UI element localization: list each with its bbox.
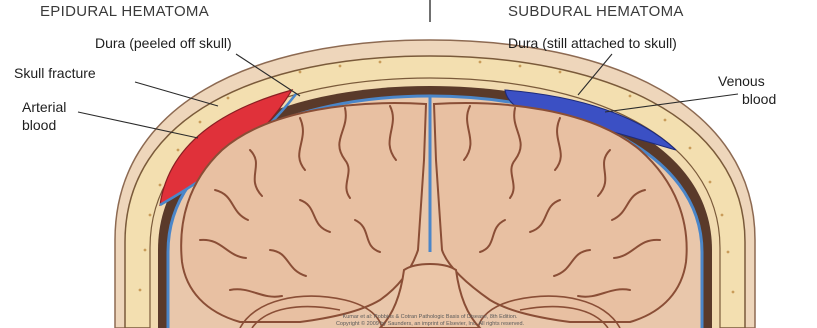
label-dura-attached: Dura (still attached to skull) (508, 35, 677, 51)
label-arterial-line1: Arterial (22, 99, 66, 115)
label-arterial-line2: blood (22, 117, 56, 133)
label-dura-peeled: Dura (peeled off skull) (95, 35, 232, 51)
label-venous-line1: Venous (718, 73, 765, 89)
credit-line2: Copyright © 2009 by Saunders, an imprint… (336, 320, 525, 327)
credit-line1: Kumar et al: Robbins & Cotran Pathologic… (343, 314, 518, 320)
label-venous-line2: blood (742, 91, 776, 107)
label-skull-fracture: Skull fracture (14, 65, 96, 81)
header-epidural: EPIDURAL HEMATOMA (40, 3, 209, 20)
header-subdural: SUBDURAL HEMATOMA (508, 3, 684, 20)
